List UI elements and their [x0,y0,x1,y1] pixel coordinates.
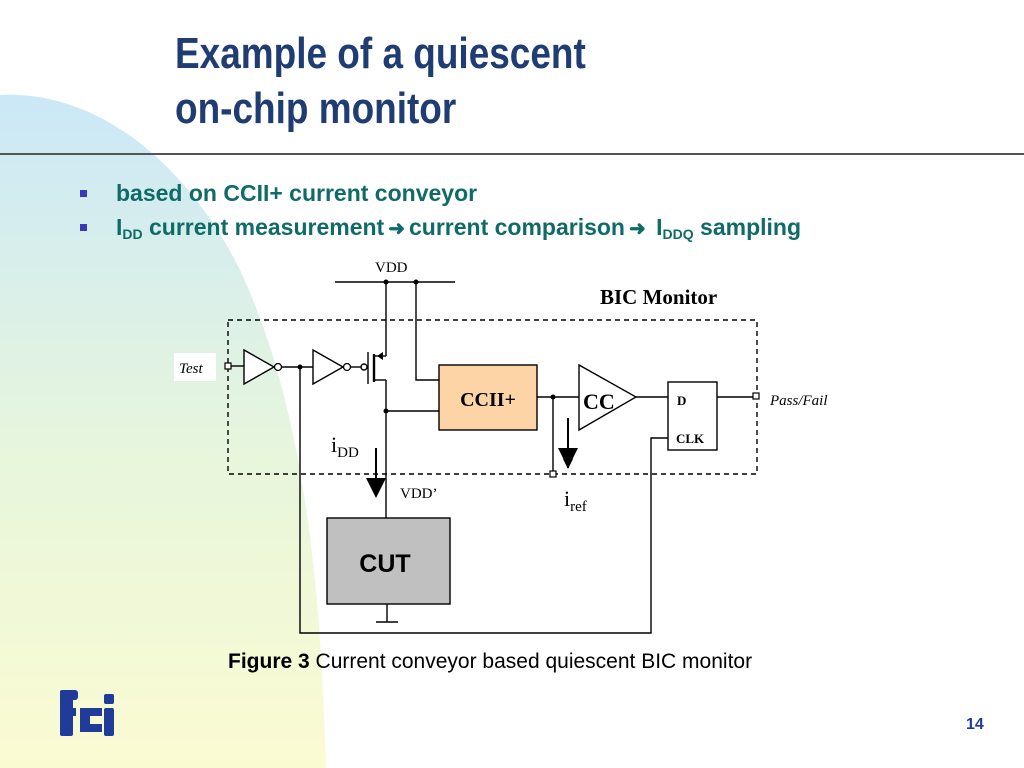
ground-icon [376,604,398,623]
title-line-1: Example of a quiescent [175,29,586,78]
figure-label: Figure 3 [228,650,310,673]
idd-label: iDD [331,432,359,461]
pass-fail-label: Pass/Fail [769,393,828,409]
bullet-list: based on CCII+ current conveyor IDD curr… [78,176,801,251]
clk-input-label: CLK [676,431,705,446]
inverter-2-icon [312,348,345,386]
vdd-prime-label: VDD’ [400,486,438,502]
fei-logo-icon [60,690,114,736]
inverter-2-bubble [342,362,352,372]
ccii-block [438,364,538,431]
bullet-text-sampling: sampling [693,214,802,240]
bic-monitor-label: BIC Monitor [600,285,717,309]
ccii-label: CCII+ [460,389,516,411]
d-flip-flop-block [667,381,718,451]
bullet-sub-dd: DD [122,226,143,242]
figure-caption-text: Current conveyor based quiescent BIC mon… [309,650,753,673]
title-line-2: on-chip monitor [175,84,457,133]
page-number: 14 [966,716,984,733]
pmos-transistor-icon [360,282,387,411]
bullet-text: based on CCII+ current conveyor [116,180,478,206]
d-input-label: D [677,393,686,408]
iref-label: iref [564,486,587,515]
right-arrow-icon: ➜ [628,218,646,240]
idd-arrowhead-icon [366,478,386,498]
bullet-text-measurement: current measurement [142,214,385,240]
bullet-item: based on CCII+ current conveyor [78,176,801,210]
wire [415,282,439,381]
bullet-text-iddq: I [649,214,663,240]
comparator-label: CC [583,389,615,414]
figure-caption: Figure 3 Current conveyor based quiescen… [228,650,752,674]
clock-feedback-wire [299,367,668,634]
vdd-label: VDD [375,260,408,276]
cut-label: CUT [359,550,410,578]
iref-terminal [549,470,557,478]
right-arrow-icon: ➜ [388,218,405,240]
pmos-arrow-icon [377,352,383,360]
test-label-box [174,353,216,381]
bullet-sub-ddq: DDQ [662,226,694,242]
test-terminal [224,362,232,370]
iref-arrowhead-icon [558,448,578,468]
pass-fail-terminal [752,392,760,400]
cut-block [326,517,451,605]
inverter-1-bubble [273,362,283,372]
slide-title: Example of a quiescent on-chip monitor [175,26,586,136]
bullet-text-idd: I [116,214,123,240]
title-divider [0,153,1024,155]
bullet-square-icon [80,224,87,231]
bullet-item: IDD current measurement➜current comparis… [78,210,801,251]
bullet-text-comparison: current comparison [408,214,625,240]
inverter-1-icon [243,348,276,386]
comparator-icon [578,363,638,432]
bullet-square-icon [80,190,87,197]
test-label: Test [179,361,203,377]
